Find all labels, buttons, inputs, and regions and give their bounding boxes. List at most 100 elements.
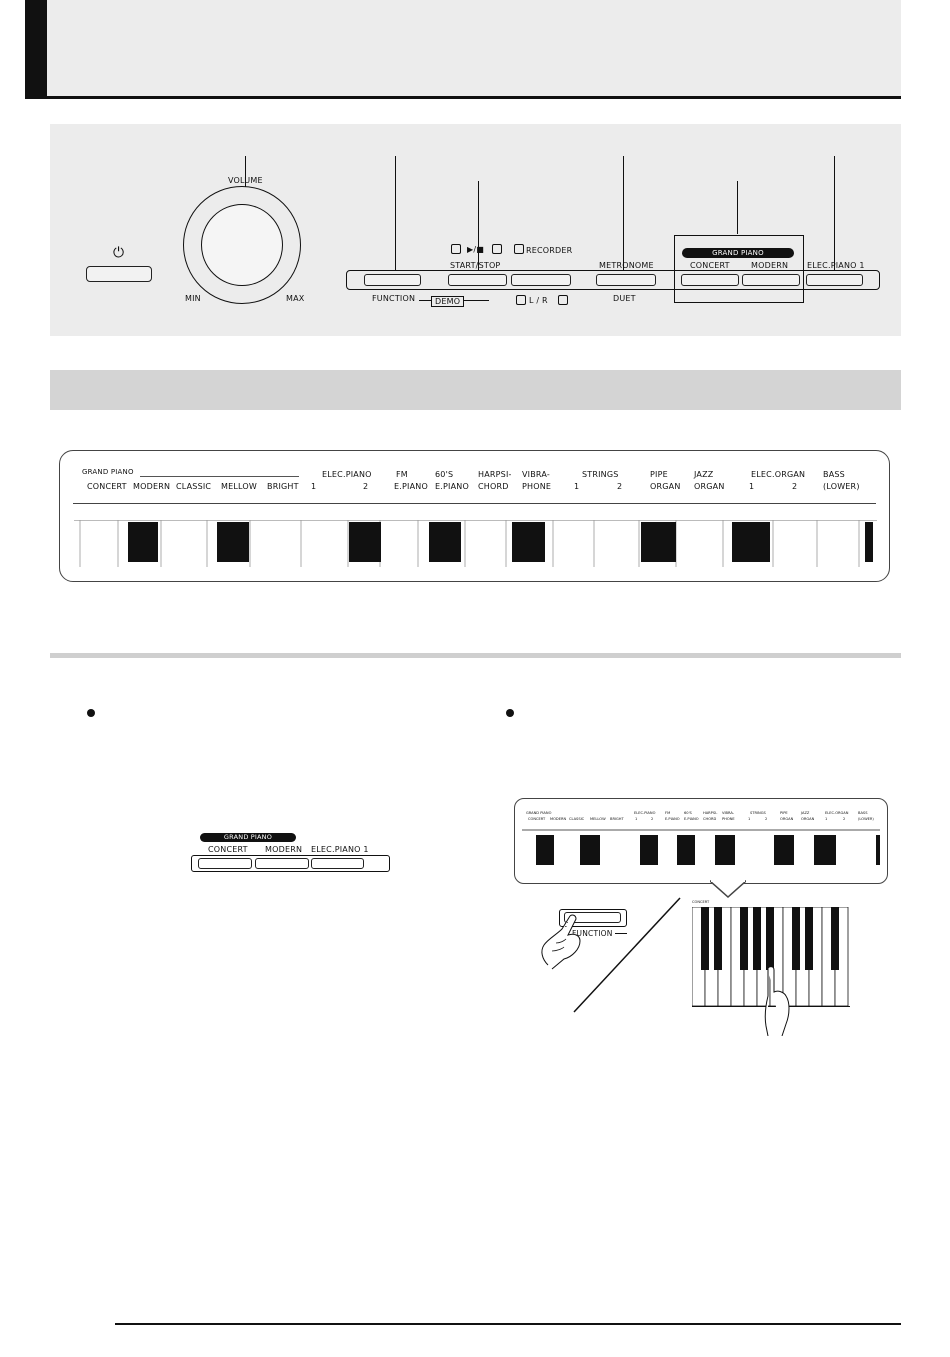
kb-concert: CONCERT [87, 482, 127, 491]
callout-line [395, 156, 396, 276]
recorder-button[interactable] [511, 274, 571, 286]
kb-60s-epiano: E.PIANO [435, 482, 469, 491]
bullet-icon [506, 709, 514, 717]
kb-modern: MODERN [133, 482, 171, 491]
tone-keyboard-chart: GRAND PIANO CONCERT MODERN CLASSIC MELLO… [59, 450, 890, 582]
closeup-keys [692, 907, 849, 1006]
bullet-icon [87, 709, 95, 717]
mini-eo-1: 1 [825, 817, 828, 821]
led-indicator [516, 295, 526, 305]
elec-piano-1-button[interactable] [806, 274, 863, 286]
mini-ep-1: 1 [635, 817, 638, 821]
kb-eo-2: 2 [792, 482, 798, 491]
kb-grand-piano-rule [140, 476, 299, 477]
footer-rule [115, 1323, 901, 1325]
function-label: FUNCTION [372, 294, 416, 303]
function-press-button[interactable] [564, 912, 621, 923]
modern-label: MODERN [751, 261, 789, 270]
kb-st-2: 2 [617, 482, 623, 491]
kb-bass-lower: (LOWER) [823, 482, 860, 491]
mini-60s-epiano: E.PIANO [684, 817, 699, 821]
gp-small-modern: MODERN [265, 845, 303, 854]
mini-mellow: MELLOW [590, 817, 606, 821]
kb-jazz: JAZZ [694, 470, 714, 479]
bubble-pointer [710, 880, 746, 898]
kb-elec-piano: ELEC.PIANO [322, 470, 372, 479]
grand-piano-group-outline [674, 235, 804, 303]
mini-concert: CONCERT [528, 817, 546, 821]
volume-knob[interactable] [201, 204, 283, 286]
keyboard-closeup: CONCERT [692, 900, 850, 1036]
mini-harpsi: HARPSI- [703, 811, 718, 815]
mini-grand-piano: GRAND PIANO [526, 811, 552, 815]
led-indicator [492, 244, 502, 254]
kb-ep-2: 2 [363, 482, 369, 491]
kb-fm: FM [396, 470, 408, 479]
led-indicator [451, 244, 461, 254]
kb-pipe: PIPE [650, 470, 668, 479]
function-press-label: FUNCTION [572, 929, 613, 938]
kb-jazz-organ: ORGAN [694, 482, 725, 491]
kb-fm-epiano: E.PIANO [394, 482, 428, 491]
kb-grand-piano-label: GRAND PIANO [82, 468, 134, 476]
concert-button[interactable] [681, 274, 739, 286]
mini-jazz: JAZZ [801, 811, 810, 815]
function-label-rule [615, 933, 627, 934]
kb-60s: 60'S [435, 470, 454, 479]
section-band [50, 370, 901, 410]
elec-piano-1-small-button[interactable] [311, 858, 364, 869]
modern-small-button[interactable] [255, 858, 309, 869]
led-indicator [514, 244, 524, 254]
keyboard-bubble [514, 798, 888, 884]
mini-ep-2: 2 [651, 817, 654, 821]
play-stop-icon: ▶/■ [467, 245, 485, 254]
function-button[interactable] [364, 274, 421, 286]
mini-strings: STRINGS [750, 811, 766, 815]
mini-phone: PHONE [722, 817, 735, 821]
mini-jazz-organ: ORGAN [801, 817, 815, 821]
mini-bass: BASS [858, 811, 868, 815]
callout-line [623, 156, 624, 276]
callout-line [834, 156, 835, 276]
volume-max-label: MAX [286, 294, 305, 303]
pointer-line [573, 897, 681, 1013]
mini-pipe-organ: ORGAN [780, 817, 794, 821]
callout-line [478, 181, 479, 276]
header-tab-marker [25, 0, 47, 96]
mini-classic: CLASSIC [569, 817, 585, 821]
mini-modern: MODERN [550, 817, 567, 821]
callout-line [737, 181, 738, 234]
mini-bass-lower: (LOWER) [858, 817, 874, 821]
duet-label: DUET [613, 294, 636, 303]
section-divider [50, 653, 901, 658]
concert-small-button[interactable] [198, 858, 252, 869]
kb-vibra: VIBRA- [522, 470, 550, 479]
mini-bright: BRIGHT [610, 817, 624, 821]
start-stop-label: START/STOP [450, 261, 501, 270]
mini-pipe: PIPE [780, 811, 788, 815]
led-indicator [558, 295, 568, 305]
kb-bright: BRIGHT [267, 482, 299, 491]
elec-piano-1-label: ELEC.PIANO 1 [807, 261, 865, 270]
mini-piano-keys [522, 829, 880, 865]
recorder-label: RECORDER [526, 246, 573, 255]
start-stop-button[interactable] [448, 274, 507, 286]
power-button[interactable] [86, 266, 152, 282]
kb-elec-organ: ELEC.ORGAN [751, 470, 806, 479]
gp-small-badge: GRAND PIANO [200, 833, 296, 842]
metronome-label: METRONOME [599, 261, 654, 270]
hand-icon [541, 914, 581, 970]
mini-vibra: VIBRA- [722, 811, 735, 815]
concert-label: CONCERT [690, 261, 730, 270]
header-bar [25, 0, 901, 99]
hand-icon [764, 966, 790, 1036]
kb-bass: BASS [823, 470, 845, 479]
metronome-button[interactable] [596, 274, 656, 286]
piano-keys [74, 520, 877, 567]
kb-chord: CHORD [478, 482, 509, 491]
kb-strings: STRINGS [582, 470, 619, 479]
mini-fm-epiano: E.PIANO [665, 817, 680, 821]
modern-button[interactable] [742, 274, 800, 286]
volume-min-label: MIN [185, 294, 201, 303]
grand-piano-badge: GRAND PIANO [682, 248, 794, 258]
